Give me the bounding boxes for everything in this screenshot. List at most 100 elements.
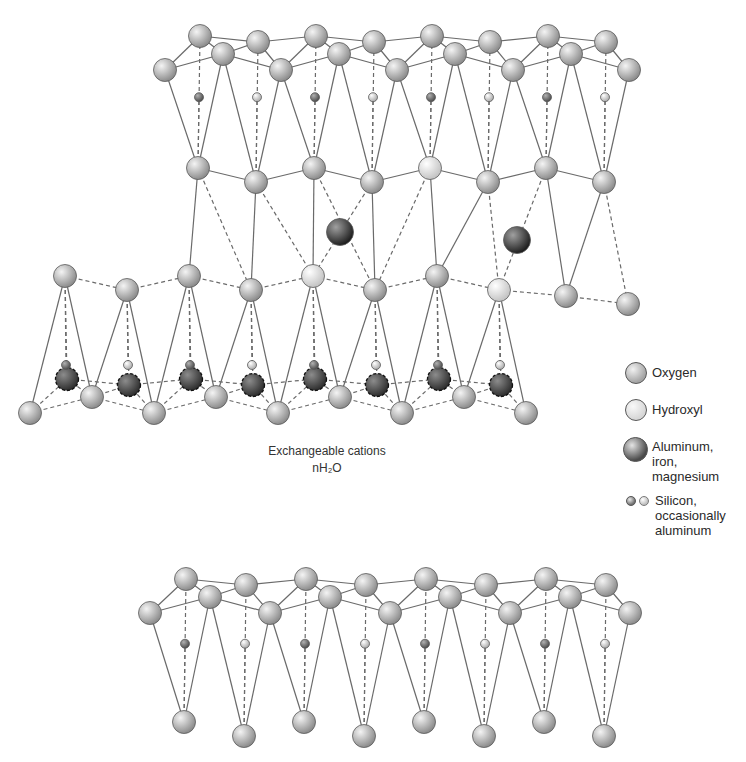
bond-line (364, 585, 366, 736)
oxygen-atom (477, 171, 500, 194)
bond-line (488, 42, 490, 182)
bond-line (184, 579, 186, 722)
bond-line (513, 70, 546, 168)
bond-line (165, 70, 198, 168)
oxygen-atom (199, 586, 222, 609)
oxygen-atom (555, 285, 578, 308)
silicon-atom (601, 93, 610, 102)
oxygen-atom (305, 25, 328, 48)
hidden-oxygen-atom (118, 374, 141, 397)
oxygen-atom (154, 59, 177, 82)
bond-line (313, 276, 314, 365)
silicon-atom (311, 93, 320, 102)
bond-line (604, 182, 628, 304)
silicon-atom (361, 639, 370, 648)
bond-line (210, 597, 244, 736)
oxygen-atom (353, 725, 376, 748)
oxygen-atom (619, 602, 642, 625)
silicon-sample-dot (639, 496, 649, 506)
bond-line (402, 276, 437, 413)
bond-line (604, 97, 605, 182)
bond-line (484, 644, 485, 736)
silicon-atom (253, 93, 262, 102)
layer-label: nH₂O (312, 461, 341, 475)
silicon-atom (372, 361, 381, 370)
oxygen-atom (421, 25, 444, 48)
silicon-atom (124, 361, 133, 370)
bond-line (198, 168, 251, 290)
oxygen-atom (391, 402, 414, 425)
bond-line (339, 54, 372, 182)
bond-line (544, 579, 546, 722)
oxygen-atom (560, 43, 583, 66)
bond-line (604, 42, 606, 182)
legend-text: Oxygen (652, 365, 742, 380)
silicon-atom (310, 361, 319, 370)
bond-line (256, 42, 258, 182)
oxygen-atom (439, 586, 462, 609)
bond-line (510, 613, 544, 722)
oxygen-atom (143, 402, 166, 425)
bond-line (372, 182, 375, 290)
hydroxyl-group (419, 157, 442, 180)
bond-line (244, 585, 246, 736)
oxygen-atom (535, 157, 558, 180)
bond-line (313, 182, 372, 276)
bond-line (450, 597, 484, 736)
oxygen-atom (319, 586, 342, 609)
hidden-oxygen-atom (180, 368, 203, 391)
bond-line (364, 613, 390, 736)
silicon-atom (427, 93, 436, 102)
bond-line (604, 644, 605, 736)
oxygen-atom (595, 31, 618, 54)
oxygen-atom (475, 574, 498, 597)
bond-line (430, 168, 437, 276)
bond-line (256, 97, 257, 182)
atoms (19, 25, 642, 748)
oxygen-atom (537, 25, 560, 48)
silicon-atom (421, 639, 430, 648)
bond-line (223, 54, 256, 182)
silicon-atom (241, 639, 250, 648)
oxygen-atom (81, 386, 104, 409)
octahedral-cation (504, 227, 531, 254)
bond-line (30, 276, 65, 413)
bond-line (544, 597, 570, 722)
bond-line (430, 54, 455, 168)
octahedral-cation (327, 219, 354, 246)
bond-line (270, 613, 304, 722)
bond-line (313, 168, 314, 276)
silicon-atom (186, 361, 195, 370)
bond-line (604, 613, 630, 736)
oxygen-atom (189, 25, 212, 48)
bond-line (251, 182, 256, 290)
hidden-oxygen-atom (304, 368, 327, 391)
oxygen-atom (267, 402, 290, 425)
oxygen-atom (139, 602, 162, 625)
oxygen-atom (245, 171, 268, 194)
bond-line (304, 579, 306, 722)
bond-line (364, 644, 365, 736)
bond-line (314, 54, 339, 168)
oxygen-atom (502, 59, 525, 82)
oxygen-atom (355, 574, 378, 597)
bond-line (375, 168, 430, 290)
bond-line (437, 276, 438, 365)
bond-line (424, 579, 426, 722)
bond-line (127, 290, 129, 385)
oxygen-atom (386, 59, 409, 82)
bond-line (488, 182, 499, 290)
bond-line (372, 97, 373, 182)
layer-label: Exchangeable cations (268, 444, 385, 458)
oxygen-atom (270, 59, 293, 82)
bond-line (65, 276, 66, 365)
legend-swatch (626, 496, 636, 506)
silicon-atom (248, 361, 257, 370)
bond-line (189, 276, 190, 365)
silicon-atom (496, 361, 505, 370)
oxygen-atom (444, 43, 467, 66)
oxygen-atom (473, 725, 496, 748)
oxygen-atom (173, 711, 196, 734)
bond-line (484, 585, 486, 736)
oxygen-atom (187, 157, 210, 180)
